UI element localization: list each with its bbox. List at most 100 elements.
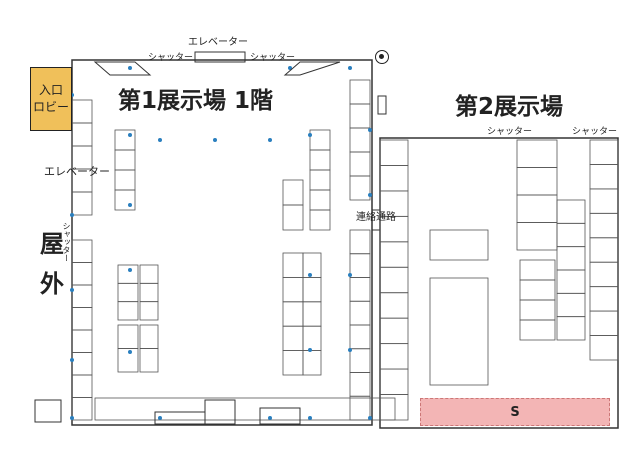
booth [282, 325, 304, 352]
marker-dot [213, 138, 217, 142]
marker-dot [128, 268, 132, 272]
booth [309, 129, 331, 151]
hall2-outline [379, 137, 619, 429]
booth [556, 222, 586, 248]
booth [302, 350, 322, 376]
marker-dot [308, 133, 312, 137]
booth [71, 397, 93, 421]
booth [117, 282, 139, 303]
booth [139, 348, 159, 373]
marker-dot [368, 193, 372, 197]
entrance-lobby: 入口 ロビー [30, 67, 72, 131]
booth [71, 352, 93, 376]
booth [71, 191, 93, 216]
booth [556, 269, 586, 294]
booth [282, 301, 304, 327]
booth [349, 127, 371, 153]
booth [302, 301, 322, 327]
booth [349, 372, 371, 397]
booth [349, 277, 371, 302]
booth [519, 299, 556, 321]
marker-dot [70, 213, 74, 217]
booth [379, 343, 409, 370]
booth [379, 241, 409, 268]
booth [139, 282, 159, 303]
booth [379, 317, 409, 345]
booth [516, 139, 558, 168]
booth [114, 149, 136, 171]
booth [282, 179, 304, 206]
booth [556, 246, 586, 271]
booth [589, 188, 619, 214]
booth [349, 348, 371, 373]
top-stair-right [283, 61, 341, 76]
booth [516, 167, 558, 196]
shutter-left-label: シャッター [62, 222, 71, 262]
elevator-left-label: エレベーター [44, 165, 110, 178]
booth [379, 139, 409, 166]
booth [71, 122, 93, 147]
marker-dot [158, 138, 162, 142]
shutter-hall2-left-label: シャッター [487, 127, 533, 137]
marker-dot [268, 138, 272, 142]
booth [519, 259, 556, 281]
hall2-marker [377, 95, 387, 115]
booth [117, 301, 139, 321]
compass-icon [375, 50, 389, 64]
booth [94, 397, 396, 421]
marker-dot [128, 133, 132, 137]
booth [71, 329, 93, 353]
s-area-label: S [510, 404, 520, 420]
booth [309, 149, 331, 171]
booth [282, 252, 304, 278]
booth [349, 175, 371, 201]
marker-dot [308, 273, 312, 277]
booth [71, 262, 93, 286]
booth [516, 194, 558, 223]
bottom-stair-left [154, 411, 206, 425]
booth [589, 310, 619, 336]
marker-dot [158, 416, 162, 420]
marker-dot [128, 350, 132, 354]
top-elevator [194, 51, 246, 63]
marker-dot [128, 66, 132, 70]
booth [282, 276, 304, 303]
booth [114, 129, 136, 151]
marker-dot [368, 416, 372, 420]
hall2-title: 第2展示場 [455, 94, 564, 120]
booth [302, 252, 322, 278]
marker-dot [348, 66, 352, 70]
booth [139, 301, 159, 321]
bottom-stair-center [204, 399, 236, 425]
booth [282, 350, 304, 376]
marker-dot [70, 358, 74, 362]
lobby-label-2: ロビー [32, 100, 69, 114]
booth [139, 264, 159, 284]
corridor-label: 連絡通路 [356, 212, 396, 223]
booth [349, 395, 371, 421]
marker-dot [268, 416, 272, 420]
marker-dot [348, 273, 352, 277]
booth [556, 316, 586, 341]
s-area: S [420, 398, 610, 426]
booth [379, 394, 409, 421]
booth [349, 79, 371, 105]
booth [589, 261, 619, 288]
booth [589, 335, 619, 361]
marker-dot [128, 203, 132, 207]
elevator-top-label: エレベーター [188, 37, 248, 48]
booth [379, 292, 409, 319]
booth [379, 368, 409, 395]
booth [71, 284, 93, 308]
bottom-stair-right [259, 407, 301, 425]
booth [519, 279, 556, 301]
booth [429, 277, 489, 386]
booth [117, 324, 139, 349]
hall1-title: 第1展示場 1階 [118, 88, 274, 114]
booth [589, 164, 619, 190]
shutter-hall2-right-label: シャッター [572, 127, 618, 137]
booth [429, 229, 489, 261]
booth [71, 307, 93, 331]
booth [117, 264, 139, 284]
